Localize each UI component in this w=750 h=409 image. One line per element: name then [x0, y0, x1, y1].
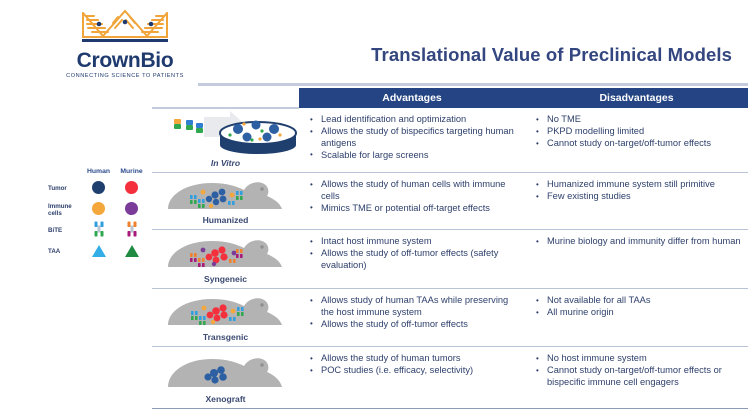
model-cell-humanized: Humanized: [152, 172, 299, 230]
logo-tagline: CONNECTING SCIENCE TO PATIENTS: [66, 73, 184, 79]
list-item: Intact host immune system: [310, 236, 519, 248]
header-divider: [198, 83, 748, 86]
legend-swatch-taa-human: [91, 244, 106, 257]
advantages-cell-humanized: Allows the study of human cells with imm…: [299, 172, 525, 230]
column-header-model: [152, 88, 299, 109]
disadvantages-cell-xenograft: No host immune system Cannot study on-ta…: [525, 346, 748, 409]
disadvantages-list: No TME PKPD modelling limited Cannot stu…: [525, 108, 748, 157]
model-label-humanized: Humanized: [202, 215, 249, 225]
list-item: Scalable for large screens: [310, 149, 519, 162]
legend-row-immune-cells: Immune cells: [48, 199, 156, 220]
advantages-list: Lead identification and optimization All…: [299, 108, 525, 169]
model-cell-syngeneic: Syngeneic: [152, 229, 299, 289]
list-item: Mimics TME or potential off-target effec…: [310, 202, 519, 215]
legend-swatch-immune-human: [92, 202, 105, 215]
legend-label-tumor: Tumor: [48, 185, 67, 192]
legend-swatch-taa-murine: [124, 244, 139, 257]
model-cell-in-vitro: In Vitro: [152, 108, 299, 173]
list-item: Humanized immune system still primitive: [536, 179, 742, 191]
legend-swatch-tumor-human: [92, 181, 105, 194]
legend-row-taa: TAA: [48, 241, 156, 262]
advantages-list: Allows study of human TAAs while preserv…: [299, 289, 525, 338]
model-cell-xenograft: Xenograft: [152, 346, 299, 409]
table-row: Syngeneic Intact host immune system Allo…: [152, 229, 748, 289]
table-row: Xenograft Allows the study of human tumo…: [152, 346, 748, 409]
list-item: No TME: [536, 114, 742, 126]
legend-row-bite: BiTE: [48, 220, 156, 241]
mouse-xenograft-icon: [168, 358, 282, 387]
model-label-transgenic: Transgenic: [202, 332, 249, 342]
advantages-cell-xenograft: Allows the study of human tumors POC stu…: [299, 346, 525, 409]
legend-col-human: Human: [86, 168, 111, 175]
page-title: Translational Value of Preclinical Model…: [371, 44, 732, 65]
disadvantages-list: No host immune system Cannot study on-ta…: [525, 347, 748, 396]
disadvantages-cell-syngeneic: Murine biology and immunity differ from …: [525, 229, 748, 289]
disadvantages-cell-humanized: Humanized immune system still primitive …: [525, 172, 748, 230]
list-item: Allows the study of bispecifics targetin…: [310, 126, 519, 149]
logo-word-bio: Bio: [140, 49, 174, 72]
list-item: Allows the study of off-tumor effects: [310, 318, 519, 331]
table-row: In Vitro Lead identification and optimiz…: [152, 108, 748, 173]
advantages-list: Allows the study of human tumors POC stu…: [299, 347, 525, 384]
list-item: Few existing studies: [536, 191, 742, 203]
logo-word-crown: Crown: [76, 49, 141, 72]
legend-header-row: Human Murine: [48, 168, 156, 175]
legend-label-bite: BiTE: [48, 227, 63, 234]
legend-swatch-immune-murine: [125, 202, 138, 215]
list-item: Allows the study of human cells with imm…: [310, 178, 519, 202]
advantages-cell-syngeneic: Intact host immune system Allows the stu…: [299, 229, 525, 289]
model-label-in-vitro: In Vitro: [210, 158, 241, 168]
disadvantages-list: Murine biology and immunity differ from …: [525, 230, 748, 255]
table-row: Humanized Allows the study of human cell…: [152, 172, 748, 230]
list-item: Allows the study of human tumors: [310, 353, 519, 365]
legend-swatch-bite-murine-icon: [127, 221, 136, 237]
disadvantages-list: Humanized immune system still primitive …: [525, 173, 748, 210]
advantages-cell-transgenic: Allows study of human TAAs while preserv…: [299, 288, 525, 347]
model-label-xenograft: Xenograft: [205, 394, 246, 404]
preclinical-models-table: Advantages Disadvantages: [152, 88, 748, 409]
disadvantages-cell-transgenic: Not available for all TAAs All murine or…: [525, 288, 748, 347]
crownbio-logo: CrownBio CONNECTING SCIENCE TO PATIENTS: [57, 6, 193, 84]
list-item: Not available for all TAAs: [536, 295, 742, 307]
model-cell-transgenic: Transgenic: [152, 288, 299, 347]
legend-row-tumor: Tumor: [48, 178, 156, 199]
legend: Human Murine Tumor Immune cells BiTE: [48, 168, 156, 262]
list-item: Murine biology and immunity differ from …: [536, 236, 742, 248]
logo-wordmark: CrownBio: [57, 50, 193, 72]
mouse-transgenic-icon: [168, 298, 282, 325]
list-item: Cannot study on-target/off-tumor effects: [536, 138, 742, 150]
mouse-syngeneic-icon: [168, 240, 282, 267]
legend-label-taa: TAA: [48, 248, 61, 255]
list-item: Lead identification and optimization: [310, 114, 519, 126]
list-item: All murine origin: [536, 307, 742, 319]
advantages-list: Allows the study of human cells with imm…: [299, 173, 525, 222]
disadvantages-cell-in-vitro: No TME PKPD modelling limited Cannot stu…: [525, 108, 748, 173]
column-header-advantages: Advantages: [299, 88, 525, 108]
list-item: Allows study of human TAAs while preserv…: [310, 294, 519, 318]
model-label-syngeneic: Syngeneic: [204, 274, 247, 284]
advantages-list: Intact host immune system Allows the stu…: [299, 230, 525, 279]
crown-icon: [82, 9, 168, 42]
mouse-humanized-icon: [168, 182, 282, 209]
list-item: PKPD modelling limited: [536, 126, 742, 138]
list-item: No host immune system: [536, 353, 742, 365]
legend-col-murine: Murine: [120, 168, 143, 175]
legend-corner-blank: [48, 168, 82, 175]
disadvantages-list: Not available for all TAAs All murine or…: [525, 289, 748, 326]
column-header-disadvantages: Disadvantages: [525, 88, 748, 108]
list-item: POC studies (i.e. efficacy, selectivity): [310, 365, 519, 377]
petri-dish-icon: [174, 111, 297, 154]
table-header-row: Advantages Disadvantages: [152, 88, 748, 109]
list-item: Allows the study of off-tumor effects (s…: [310, 248, 519, 271]
list-item: Cannot study on-target/off-tumor effects…: [536, 365, 742, 388]
table-row: Transgenic Allows study of human TAAs wh…: [152, 288, 748, 347]
legend-swatch-bite-human-icon: [94, 221, 103, 237]
legend-label-immune-cells: Immune cells: [48, 202, 72, 217]
legend-swatch-tumor-murine: [125, 181, 138, 194]
advantages-cell-in-vitro: Lead identification and optimization All…: [299, 108, 525, 173]
